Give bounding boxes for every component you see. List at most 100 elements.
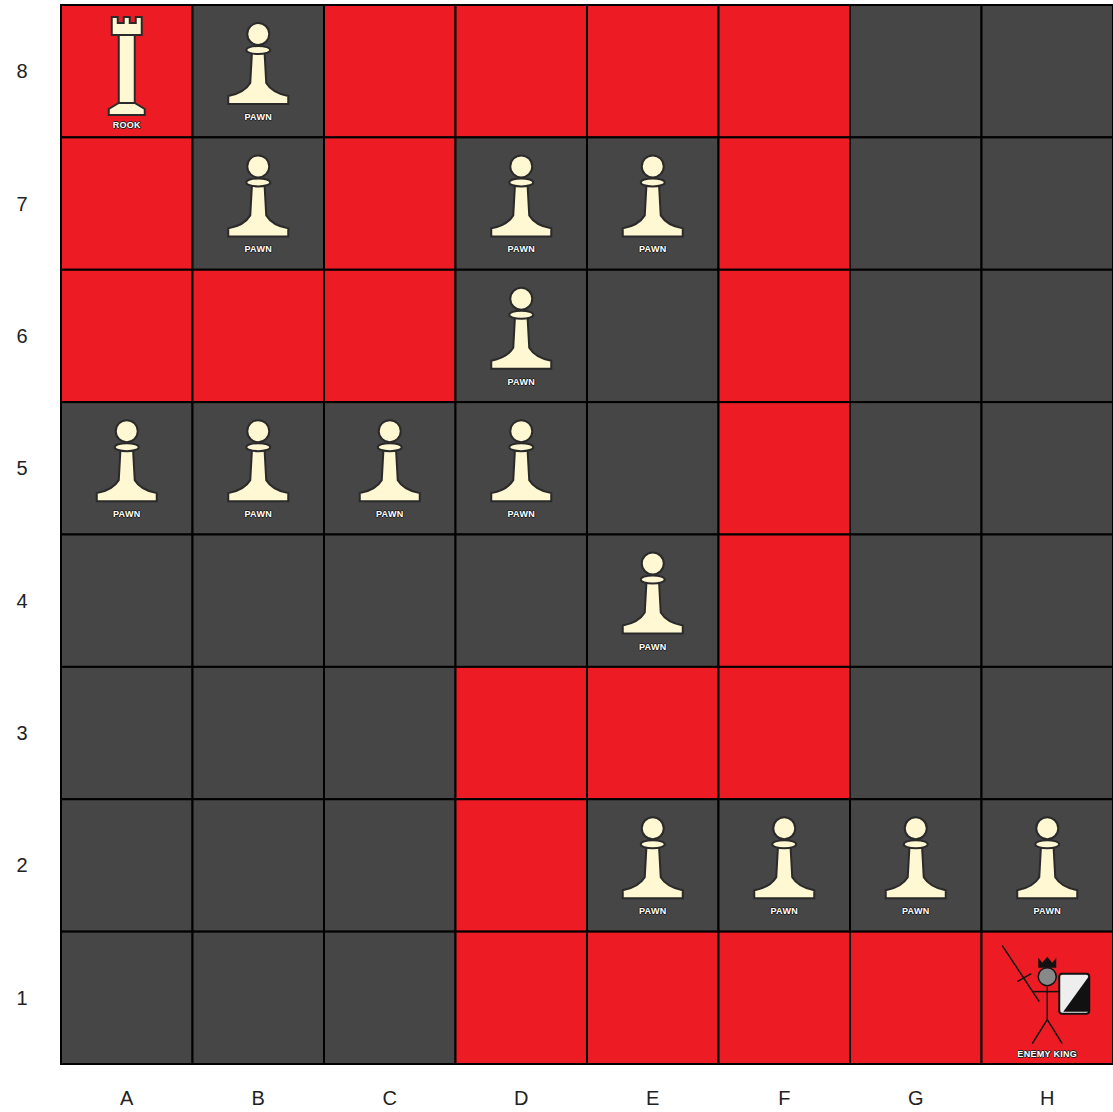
board-square (324, 402, 456, 534)
board-squares (61, 5, 1113, 1064)
pawn-collar (641, 576, 665, 584)
piece-caption: PAWN (507, 510, 535, 519)
board-square (982, 799, 1113, 931)
rook-piece (109, 17, 145, 115)
piece-caption: PAWN (639, 907, 667, 916)
pawn-body (886, 841, 946, 898)
rank-number: 3 (16, 723, 27, 743)
pawn-piece (360, 420, 420, 501)
piece-caption: PAWN (639, 245, 667, 254)
board-square (456, 535, 588, 667)
pawn-body (623, 577, 683, 634)
file-letter: B (252, 1088, 265, 1108)
pawn-collar (904, 840, 928, 848)
board-square (193, 535, 325, 667)
board-square (850, 270, 982, 402)
pawn-collar (115, 443, 139, 451)
board-square (456, 137, 588, 269)
pawn-head (116, 420, 138, 442)
board-square (61, 270, 193, 402)
pawn-head (773, 817, 795, 839)
file-letter: C (383, 1088, 397, 1108)
pawn-head (905, 817, 927, 839)
board-square (324, 799, 456, 931)
king-piece (1002, 946, 1089, 1044)
board-square (456, 932, 588, 1064)
board-square (850, 932, 982, 1064)
pawn-collar (378, 443, 402, 451)
board-square (193, 799, 325, 931)
board-square (587, 5, 719, 137)
file-letter: F (778, 1088, 790, 1108)
file-letter: A (120, 1088, 133, 1108)
board-square (982, 270, 1113, 402)
pawn-collar (246, 443, 270, 451)
board-square (850, 667, 982, 799)
piece-caption: PAWN (244, 113, 272, 122)
piece-caption: PAWN (244, 510, 272, 519)
pawn-piece (623, 817, 683, 898)
board-square (456, 270, 588, 402)
board-square (850, 5, 982, 137)
pawn-collar (509, 178, 533, 186)
board-square (61, 799, 193, 931)
pawn-body (623, 179, 683, 236)
board-square (193, 402, 325, 534)
board-square (719, 137, 851, 269)
board-square (982, 535, 1113, 667)
board-square (324, 667, 456, 799)
board-square (193, 5, 325, 137)
board-square (982, 5, 1113, 137)
board-square (193, 270, 325, 402)
board-square (587, 932, 719, 1064)
file-letter: D (514, 1088, 528, 1108)
board-square (719, 402, 851, 534)
rank-number: 2 (16, 855, 27, 875)
board-square (850, 137, 982, 269)
pawn-head (642, 553, 664, 575)
pawn-head (510, 155, 532, 177)
pawn-piece (97, 420, 157, 501)
board-square (719, 5, 851, 137)
board-square (719, 667, 851, 799)
pieces (97, 17, 1090, 1044)
board-square (61, 402, 193, 534)
pawn-piece (228, 23, 288, 104)
board-square (193, 932, 325, 1064)
board-square (61, 535, 193, 667)
pawn-head (247, 420, 269, 442)
pawn-head (247, 23, 269, 45)
pawn-piece (1017, 817, 1077, 898)
rank-number: 4 (16, 591, 27, 611)
board-square (587, 667, 719, 799)
rook-shaft (119, 35, 135, 105)
pawn-body (1017, 841, 1077, 898)
pawn-collar (772, 840, 796, 848)
pawn-piece (754, 817, 814, 898)
pawn-piece (228, 155, 288, 236)
piece-caption: PAWN (244, 245, 272, 254)
pawn-piece (228, 420, 288, 501)
board-square (719, 799, 851, 931)
piece-caption: PAWN (1033, 907, 1061, 916)
pawn-body (491, 444, 551, 501)
board-square (193, 667, 325, 799)
pawn-head (642, 155, 664, 177)
piece-caption: PAWN (113, 510, 141, 519)
piece-caption: PAWN (902, 907, 930, 916)
board-square (324, 535, 456, 667)
pawn-collar (1035, 840, 1059, 848)
pawn-body (360, 444, 420, 501)
board-square (982, 137, 1113, 269)
rank-number: 8 (16, 61, 27, 81)
pawn-body (491, 179, 551, 236)
pawn-head (642, 817, 664, 839)
piece-caption: PAWN (639, 642, 667, 651)
board-square (324, 5, 456, 137)
board-square (587, 402, 719, 534)
rank-number: 7 (16, 194, 27, 214)
pawn-collar (641, 840, 665, 848)
pawn-piece (491, 155, 551, 236)
